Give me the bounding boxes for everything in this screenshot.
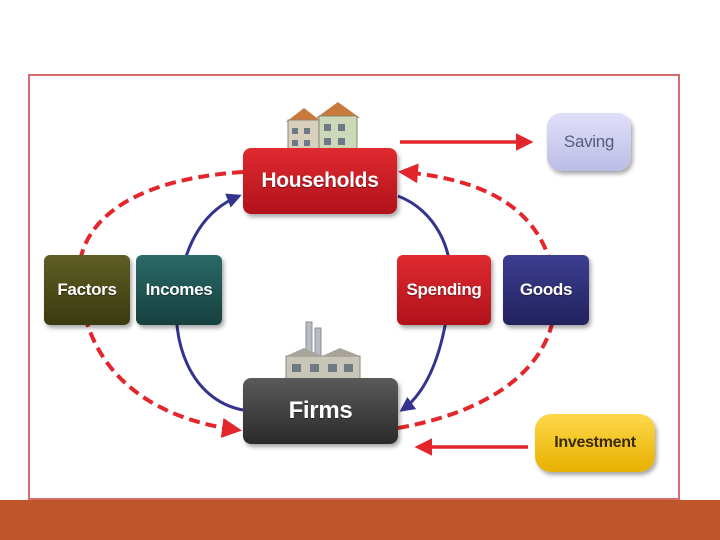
spending-node: Spending [397, 255, 491, 325]
bottom-accent-bar [0, 500, 720, 540]
households-node: Households [243, 148, 397, 214]
factors-node: Factors [44, 255, 130, 325]
factory-icon [285, 321, 361, 385]
firms-node: Firms [243, 378, 398, 444]
investment-node: Investment [535, 414, 655, 472]
goods-node: Goods [503, 255, 589, 325]
saving-node: Saving [547, 113, 631, 171]
incomes-node: Incomes [136, 255, 222, 325]
